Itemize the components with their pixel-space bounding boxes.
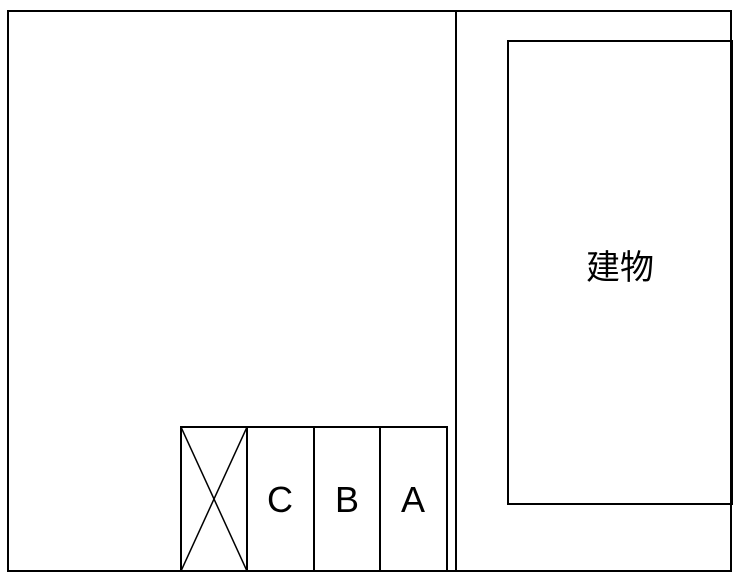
slot-b-label: B — [334, 479, 359, 520]
building — [507, 40, 733, 505]
parking-area — [180, 426, 448, 572]
slot-a-label: A — [400, 479, 425, 520]
building-label: 建物 — [586, 248, 654, 288]
slot-c-label: C — [267, 479, 293, 520]
